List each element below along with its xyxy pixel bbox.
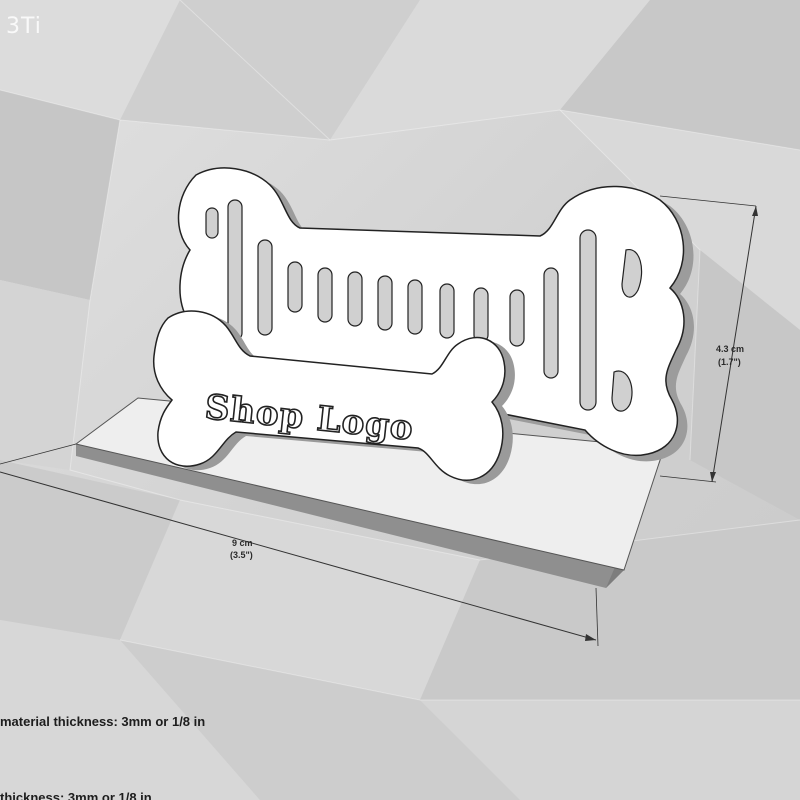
width-metric-label: 9 cm: [232, 538, 253, 548]
height-imperial-label: (1.7"): [718, 357, 741, 367]
slot-6: [377, 275, 393, 331]
slot-5: [347, 271, 363, 327]
slot-4: [317, 267, 333, 323]
slot-9: [473, 287, 489, 343]
back-bone-slots: [205, 199, 643, 412]
slot-end-right-top: [621, 249, 643, 298]
front-bone-panel: [152, 310, 515, 485]
material-thickness-note: material thickness: 3mm or 1/8 in: [0, 714, 206, 729]
width-dimension: [0, 443, 599, 647]
slot-12: [579, 229, 597, 411]
height-metric-label: 4.3 cm: [716, 344, 744, 354]
slot-10: [509, 289, 525, 347]
slot-1: [227, 199, 243, 341]
slot-2: [257, 239, 273, 336]
slot-7: [407, 279, 423, 335]
slot-end-right-bottom: [611, 370, 633, 412]
height-dimension: [659, 195, 758, 483]
slot-11: [543, 267, 559, 379]
slot-3: [287, 261, 303, 313]
watermark-text: 3Ti: [6, 14, 42, 39]
width-imperial-label: (3.5"): [230, 550, 253, 560]
slot-8: [439, 283, 455, 339]
slot-end-left-top: [205, 207, 219, 239]
cut-off-note: thickness: 3mm or 1/8 in: [0, 790, 152, 800]
